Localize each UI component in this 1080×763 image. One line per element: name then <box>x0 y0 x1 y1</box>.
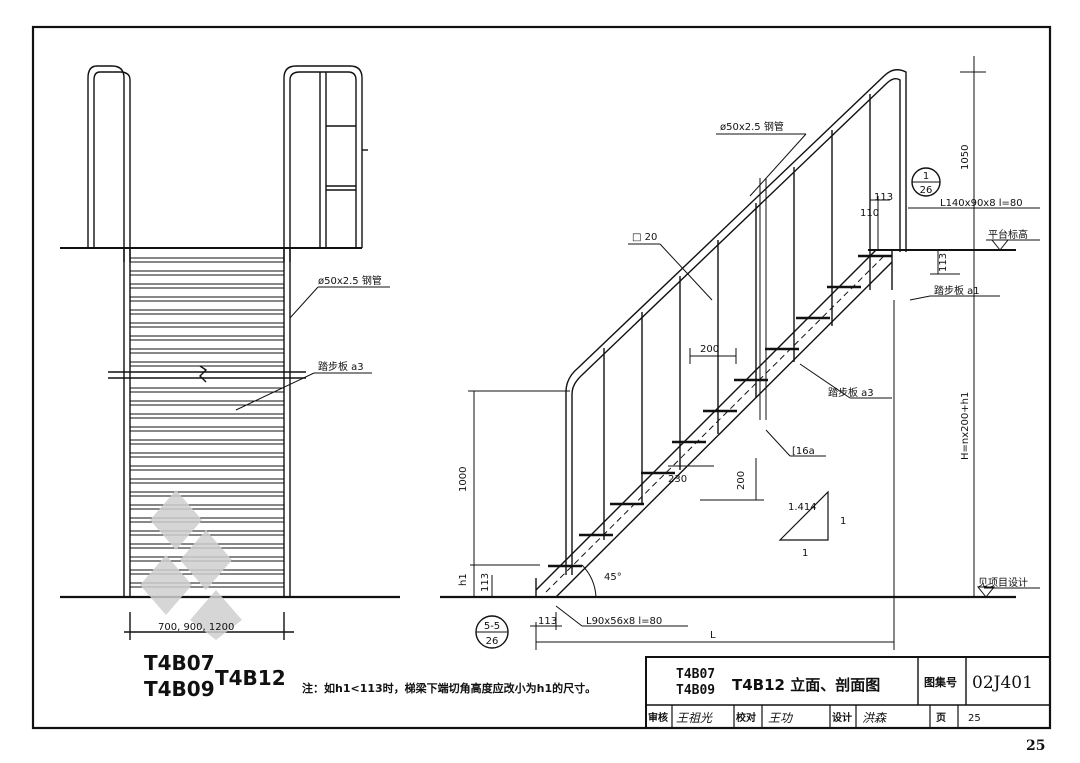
model-name-1: T4B07 <box>144 651 215 675</box>
handrail-top <box>565 69 907 575</box>
channel-label: [16a <box>792 446 815 457</box>
right-section-view <box>440 56 1040 650</box>
angle-45: 45° <box>604 572 622 583</box>
tread-a3-label: 踏步板 a3 <box>828 386 874 399</box>
left-treads <box>130 257 284 588</box>
handrail-top-inner <box>571 77 901 575</box>
dim-113-low: 113 <box>480 573 491 592</box>
model-name-2: T4B09 <box>144 677 215 701</box>
check-label: 校对 <box>736 711 756 724</box>
dim-200-a: 200 <box>700 344 719 355</box>
detail-callout-bottom-page: 26 <box>486 636 499 647</box>
dim-113-top: 113 <box>874 192 893 203</box>
dim-1000: 1000 <box>458 467 469 492</box>
left-tread-label: 踏步板 a3 <box>318 360 364 373</box>
right-handrail <box>283 65 363 262</box>
dim-1050: 1050 <box>960 145 971 170</box>
check-signature: 王功 <box>768 711 794 725</box>
right-treads <box>548 254 892 568</box>
model-name-3: T4B12 <box>215 666 286 690</box>
title-code-bottom: T4B09 <box>676 683 715 698</box>
slope-1-b: 1 <box>802 548 808 559</box>
dim-113-side: 113 <box>938 253 949 272</box>
slope-1414: 1.414 <box>788 502 817 513</box>
design-signature: 洪森 <box>862 711 887 725</box>
project-label: 见项目设计 <box>978 576 1028 589</box>
left-handrail-inner <box>93 71 131 262</box>
left-hatching <box>140 490 242 640</box>
page-label: 页 <box>936 712 946 724</box>
slope-triangle <box>778 490 829 541</box>
square-tube-label: □ 20 <box>632 232 657 243</box>
atlas-number: 02J401 <box>972 673 1033 693</box>
detail-callout-top-page: 26 <box>920 185 933 196</box>
stringer-upper <box>535 249 877 591</box>
dim-113-bottom: 113 <box>538 616 557 627</box>
platform-label: 平台标高 <box>988 228 1028 241</box>
bottom-angle-label: L90x56x8 l=80 <box>586 616 662 627</box>
right-pipe-label: ø50x2.5 钢管 <box>720 120 784 133</box>
page-number: 25 <box>968 713 981 724</box>
title-block <box>645 656 1051 729</box>
tread-a1-label: 踏步板 a1 <box>934 284 980 297</box>
slope-1-a: 1 <box>840 516 846 527</box>
dim-110: 110 <box>860 208 879 219</box>
left-pipe-label: ø50x2.5 钢管 <box>318 274 382 287</box>
drawing-note: 注：如h1<113时，梯梁下端切角高度应改小为h1的尺寸。 <box>302 681 596 695</box>
drawing-title: T4B12 立面、剖面图 <box>732 676 880 694</box>
detail-callout-bottom-number: 5-5 <box>484 621 500 632</box>
review-label: 审核 <box>648 711 668 724</box>
dim-230: 230 <box>668 474 687 485</box>
stringer-lower <box>555 261 893 598</box>
design-label: 设计 <box>832 711 852 724</box>
dim-200-b: 200 <box>736 471 747 490</box>
title-code-top: T4B07 <box>676 667 715 682</box>
corner-page-number: 25 <box>1026 738 1045 754</box>
angle-label-top: L140x90x8 l=80 <box>940 198 1023 209</box>
height-formula: H=nx200+h1 <box>960 392 971 460</box>
right-handrail-inner <box>289 71 357 262</box>
review-signature: 王祖光 <box>676 711 713 725</box>
length-label: L <box>710 630 716 641</box>
left-width-dimension: 700, 900, 1200 <box>158 622 234 633</box>
atlas-label: 图集号 <box>924 675 957 689</box>
h1-label: h1 <box>458 573 469 586</box>
detail-callout-top-number: 1 <box>923 171 929 182</box>
drawing-frame <box>31 25 1052 730</box>
left-handrail <box>87 65 125 262</box>
